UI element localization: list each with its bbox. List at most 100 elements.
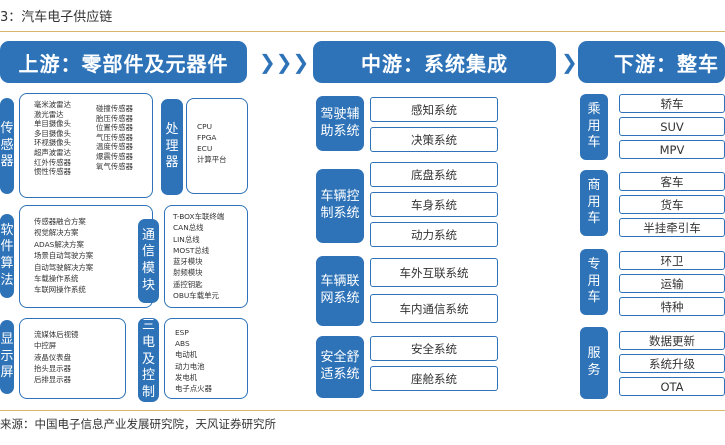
list-item: 惯性传感器 <box>34 167 71 177</box>
list-item: CPU <box>197 122 213 131</box>
list-item: 超声波雷达 <box>34 147 71 157</box>
list-item: 车载操作系统 <box>34 274 79 284</box>
three-power-box: ESP ABS 电动机 动力电池 发电机 电子点火器 <box>164 318 248 399</box>
list-item: ECU <box>197 144 213 153</box>
list-item: 红外传感器 <box>34 157 71 167</box>
comm-label: 通信模块 <box>138 219 159 303</box>
mid-item: 车身系统 <box>370 192 498 217</box>
midstream-header: 中游：系统集成 <box>313 41 556 83</box>
mid-group-label: 车辆联网系统 <box>316 256 364 326</box>
list-item: 后排显示器 <box>34 375 71 385</box>
mid-item: 安全系统 <box>370 336 498 361</box>
down-item: 环卫 <box>619 251 725 270</box>
three-power-list: ESP ABS 电动机 动力电池 发电机 电子点火器 <box>175 327 212 394</box>
down-item: 客车 <box>619 172 725 191</box>
processor-box: CPU FPGA ECU 计算平台 <box>186 98 248 194</box>
mid-item: 座舱系统 <box>370 366 498 391</box>
source-divider <box>0 410 725 411</box>
list-item: 激光雷达 <box>34 109 64 119</box>
list-item: OBU车载单元 <box>173 291 219 301</box>
down-group-label: 乘用车 <box>580 94 608 160</box>
list-item: 胎压传感器 <box>96 113 133 123</box>
figure-title: 3：汽车电子供应链 <box>0 10 113 25</box>
list-item: 车联网操作系统 <box>34 285 86 295</box>
three-power-label: 三电及控制 <box>138 318 159 402</box>
down-item: MPV <box>619 140 725 159</box>
display-list: 流媒体后视镜 中控屏 液晶仪表盘 抬头显示器 后排显示器 <box>34 329 78 385</box>
down-item: 轿车 <box>619 94 725 113</box>
list-item: 遥控钥匙 <box>173 279 203 289</box>
list-item: 视觉解决方案 <box>34 228 79 238</box>
list-item: ABS <box>175 339 190 349</box>
list-item: 电动机 <box>175 350 198 360</box>
downstream-header: 下游：整车 <box>578 41 725 83</box>
software-label: 软件算法 <box>0 214 14 298</box>
down-item: OTA <box>619 377 725 396</box>
list-item: 场景自动驾驶方案 <box>34 251 94 261</box>
down-item: 半挂牵引车 <box>619 218 725 237</box>
comm-box: T-BOX车联终端 CAN总线 LIN总线 MOST总线 蓝牙模块 射频模块 遥… <box>164 205 248 308</box>
mid-item: 车外互联系统 <box>370 258 498 287</box>
list-item: ADAS解决方案 <box>34 239 84 249</box>
list-item: 多目摄像头 <box>34 128 71 138</box>
figure-source: 来源：中国电子信息产业发展研究院，天风证券研究所 <box>0 417 276 431</box>
sensors-box: 毫米波雷达 激光雷达 单目摄像头 多目摄像头 环视摄像头 超声波雷达 红外传感器… <box>19 93 153 198</box>
processor-list: CPU FPGA ECU 计算平台 <box>197 121 227 165</box>
list-item: 位置传感器 <box>96 123 133 133</box>
list-item: 计算平台 <box>197 155 227 164</box>
list-item: 气压传感器 <box>96 132 133 142</box>
sensors-col2: 碰撞传感器 胎压传感器 位置传感器 气压传感器 温度传感器 爆震传感器 氧气传感… <box>96 104 133 171</box>
processor-label: 处理器 <box>161 99 183 195</box>
list-item: 发电机 <box>175 372 198 382</box>
comm-list: T-BOX车联终端 CAN总线 LIN总线 MOST总线 蓝牙模块 射频模块 遥… <box>173 211 224 301</box>
list-item: 液晶仪表盘 <box>34 352 71 362</box>
list-item: 中控屏 <box>34 341 57 351</box>
sensors-label: 传感器 <box>0 98 14 194</box>
mid-item: 动力系统 <box>370 222 498 247</box>
list-item: 自动驾驶解决方案 <box>34 262 94 272</box>
list-item: ESP <box>175 328 189 337</box>
list-item: MOST总线 <box>173 245 210 255</box>
list-item: LIN总线 <box>173 234 200 244</box>
mid-item: 底盘系统 <box>370 162 498 187</box>
mid-item: 决策系统 <box>370 127 498 152</box>
list-item: 温度传感器 <box>96 142 133 152</box>
display-box: 流媒体后视镜 中控屏 液晶仪表盘 抬头显示器 后排显示器 <box>19 318 126 399</box>
mid-item: 车内通信系统 <box>370 294 498 323</box>
down-group-label: 服务 <box>580 327 608 399</box>
down-item: 特种 <box>619 297 725 316</box>
down-group-label: 专用车 <box>580 249 608 315</box>
mid-group-label: 车辆控制系统 <box>316 169 364 243</box>
mid-item: 感知系统 <box>370 97 498 122</box>
down-item: SUV <box>619 117 725 136</box>
list-item: FPGA <box>197 133 217 142</box>
list-item: 抬头显示器 <box>34 363 71 373</box>
down-item: 数据更新 <box>619 331 725 350</box>
software-box: 传感器融合方案 视觉解决方案 ADAS解决方案 场景自动驾驶方案 自动驾驶解决方… <box>19 205 153 308</box>
sensors-col1: 毫米波雷达 激光雷达 单目摄像头 多目摄像头 环视摄像头 超声波雷达 红外传感器… <box>34 100 71 177</box>
mid-group-label: 驾驶辅助系统 <box>316 96 364 151</box>
list-item: 蓝牙模块 <box>173 257 203 267</box>
software-list: 传感器融合方案 视觉解决方案 ADAS解决方案 场景自动驾驶方案 自动驾驶解决方… <box>34 216 93 296</box>
down-item: 运输 <box>619 274 725 293</box>
list-item: 氧气传感器 <box>96 161 133 171</box>
list-item: 碰撞传感器 <box>96 104 133 113</box>
list-item: 毫米波雷达 <box>34 100 71 109</box>
display-label: 显示屏 <box>0 320 14 394</box>
down-item: 系统升级 <box>619 354 725 373</box>
down-item: 货车 <box>619 195 725 214</box>
list-item: 流媒体后视镜 <box>34 330 79 339</box>
title-divider <box>0 31 725 32</box>
list-item: 电子点火器 <box>175 384 212 394</box>
upstream-header: 上游：零部件及元器件 <box>0 41 247 83</box>
list-item: 射频模块 <box>173 268 203 278</box>
list-item: T-BOX车联终端 <box>173 212 225 221</box>
list-item: CAN总线 <box>173 223 204 233</box>
down-group-label: 商用车 <box>580 170 608 236</box>
chevron-arrow-icon: ❯❯❯ <box>259 50 310 74</box>
list-item: 动力电池 <box>175 361 205 371</box>
list-item: 传感器融合方案 <box>34 217 86 226</box>
mid-group-label: 安全舒适系统 <box>316 336 364 398</box>
list-item: 爆震传感器 <box>96 151 133 161</box>
list-item: 环视摄像头 <box>34 138 71 148</box>
